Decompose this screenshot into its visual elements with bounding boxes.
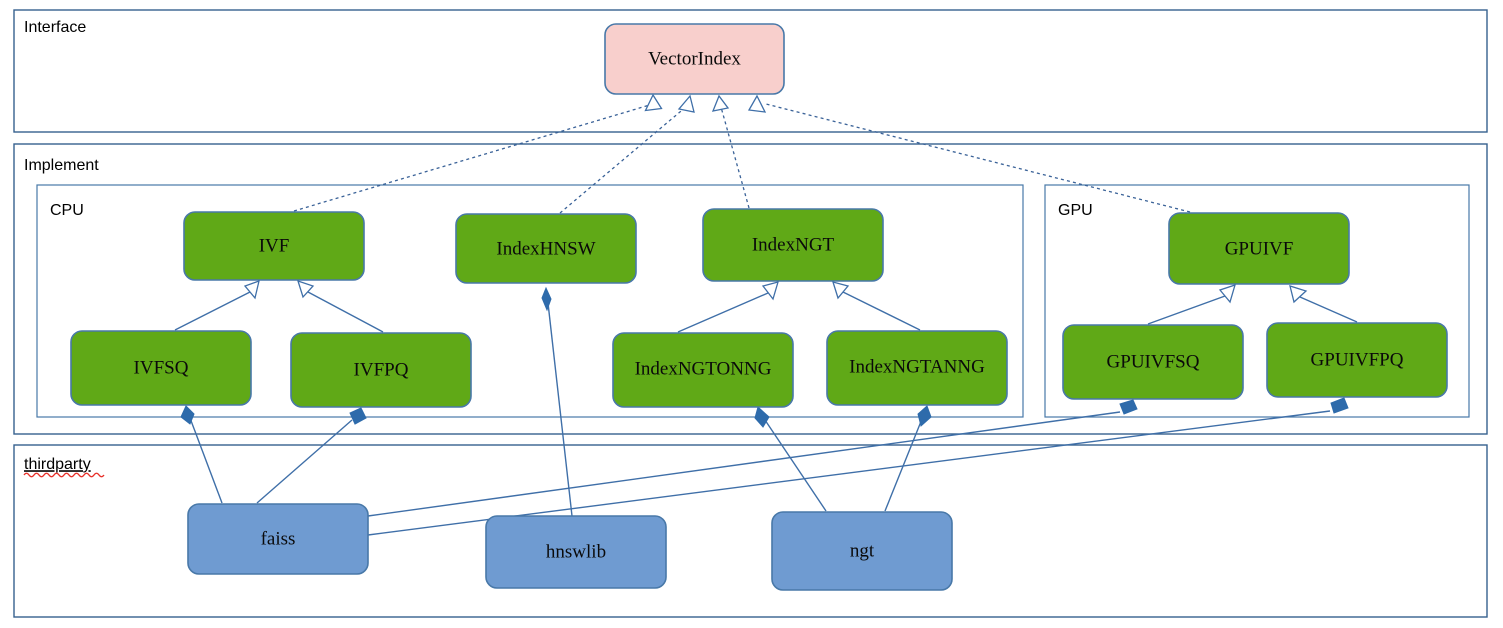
node-gpuivfpq[interactable]: GPUIVFPQ [1266,322,1448,398]
node-label-indexhnsw: IndexHNSW [496,238,595,259]
node-box-vectorindex[interactable] [604,23,785,95]
spellcheck-squiggle-icon [23,472,105,478]
node-label-faiss: faiss [261,528,296,549]
group-label-gpu: GPU [1058,202,1093,219]
node-box-indexngt[interactable] [702,208,884,282]
edge-indexhnsw-realizes-vectorindex [559,94,695,214]
node-label-ivfsq: IVFSQ [134,357,189,378]
node-label-gpuivfsq: GPUIVFSQ [1107,351,1200,372]
edge-indexngtonng-uses-ngt [754,406,827,512]
node-box-faiss[interactable] [187,503,369,575]
node-label-gpuivfpq: GPUIVFPQ [1311,349,1404,370]
edge-gpuivfsq-extends-gpuivf [1147,283,1236,325]
node-gpuivfsq[interactable]: GPUIVFSQ [1062,324,1244,400]
edge-ivfpq-extends-ivf [297,279,384,333]
edge-gpuivf-realizes-vectorindex [747,94,1191,213]
node-label-ngt: ngt [850,540,875,561]
node-box-indexngtanng[interactable] [826,330,1008,406]
group-label-thirdparty: thirdparty [24,456,91,473]
node-label-ivf: IVF [259,235,290,256]
node-label-gpuivf: GPUIVF [1225,238,1294,259]
edge-indexngtonng-extends-indexngt [677,281,779,333]
edge-gpuivfpq-extends-gpuivf [1289,285,1358,323]
generalization-edges [174,279,1358,333]
edge-indexngtanng-extends-indexngt [832,281,921,331]
node-faiss[interactable]: faiss [187,503,369,575]
group-label-interface: Interface [24,19,86,36]
edge-ivfsq-extends-ivf [174,279,260,331]
edge-indexhnsw-uses-hnswlib [541,286,573,517]
node-ngt[interactable]: ngt [771,511,953,591]
node-box-gpuivf[interactable] [1168,212,1350,285]
edge-indexngt-realizes-vectorindex [711,94,750,209]
group-label-cpu: CPU [50,202,84,219]
node-box-indexhnsw[interactable] [455,213,637,284]
edge-gpuivfsq-uses-faiss [367,399,1138,517]
node-box-ivf[interactable] [183,211,365,281]
node-box-gpuivfsq[interactable] [1062,324,1244,400]
edge-ivf-realizes-vectorindex [293,93,663,212]
realization-edges [293,93,1191,214]
node-label-indexngtonng: IndexNGTONNG [635,358,772,379]
node-box-gpuivfpq[interactable] [1266,322,1448,398]
node-label-hnswlib: hnswlib [546,541,606,562]
node-box-ivfsq[interactable] [70,330,252,406]
node-ivfpq[interactable]: IVFPQ [290,332,472,408]
node-gpuivf[interactable]: GPUIVF [1168,212,1350,285]
node-indexhnsw[interactable]: IndexHNSW [455,213,637,284]
node-label-ivfpq: IVFPQ [354,359,409,380]
group-label-implement: Implement [24,157,99,174]
node-box-hnswlib[interactable] [485,515,667,589]
node-hnswlib[interactable]: hnswlib [485,515,667,589]
edge-ivfpq-uses-faiss [256,407,367,504]
composition-edges [180,286,1349,536]
node-box-indexngtonng[interactable] [612,332,794,408]
node-ivfsq[interactable]: IVFSQ [70,330,252,406]
group-labels: Interface Implement thirdparty CPU GPU [23,19,1093,478]
edge-indexngtanng-uses-ngt [884,405,932,512]
node-indexngtonng[interactable]: IndexNGTONNG [612,332,794,408]
edge-ivfsq-uses-faiss [180,405,223,504]
node-indexngt[interactable]: IndexNGT [702,208,884,282]
node-box-ngt[interactable] [771,511,953,591]
edge-gpuivfpq-uses-faiss [367,397,1349,536]
node-box-ivfpq[interactable] [290,332,472,408]
node-label-vectorindex: VectorIndex [648,48,741,69]
node-label-indexngtanng: IndexNGTANNG [849,356,985,377]
node-indexngtanng[interactable]: IndexNGTANNG [826,330,1008,406]
node-vectorindex[interactable]: VectorIndex [604,23,785,95]
node-label-indexngt: IndexNGT [752,234,835,255]
node-ivf[interactable]: IVF [183,211,365,281]
